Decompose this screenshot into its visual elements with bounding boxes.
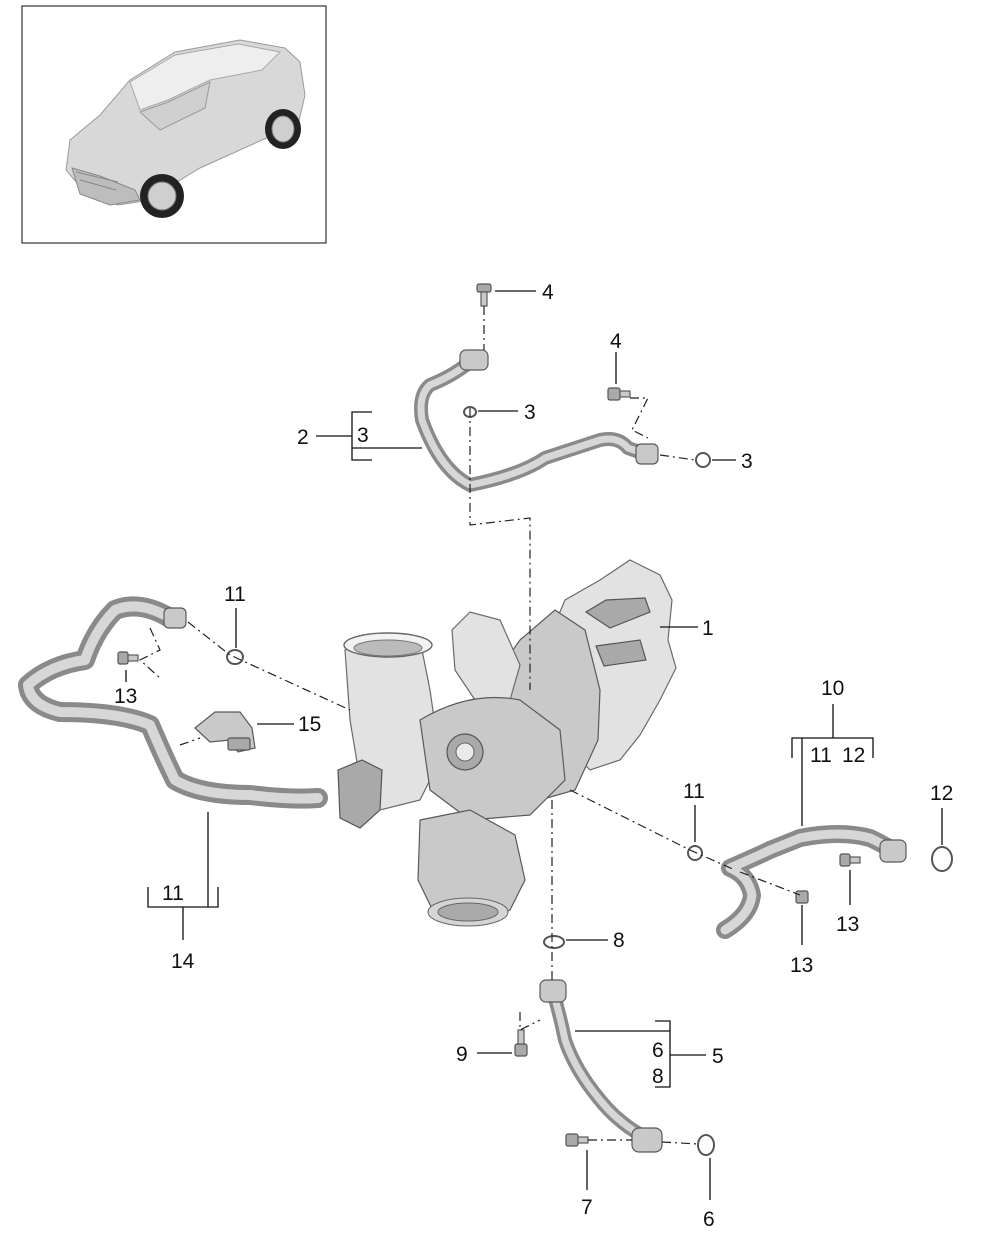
bolt-icon (565, 1133, 589, 1147)
callout-6: 6 (703, 1208, 715, 1231)
oil-supply-line (414, 349, 659, 492)
callout-12: 12 (930, 782, 953, 805)
assembly-lines (138, 306, 801, 1145)
callout-13: 13 (114, 685, 137, 708)
oil-return-line (539, 979, 663, 1153)
callout-bracket-11: 11 (810, 744, 832, 767)
bolt-icon (117, 651, 139, 665)
callout-7: 7 (581, 1196, 593, 1219)
callout-5: 5 (712, 1045, 724, 1068)
hose-fitting (879, 839, 907, 863)
turbocharger (337, 559, 677, 927)
callout-8: 8 (613, 929, 625, 952)
banjo-fitting-top (459, 349, 489, 371)
o-ring-icon (687, 845, 703, 861)
callout-3: 3 (524, 401, 536, 424)
callout-bracket-3: 3 (357, 424, 369, 447)
hose-fitting (163, 607, 187, 629)
vehicle-thumbnail (21, 5, 327, 244)
callout-11: 11 (683, 780, 705, 803)
flange-fitting (631, 1127, 663, 1153)
bolt-icon (607, 387, 631, 401)
callout-bracket-12: 12 (842, 744, 865, 767)
callout-labels: 4 4 3 3 2 3 1 11 13 15 11 14 10 11 12 11… (114, 281, 953, 1231)
o-ring-icon (695, 452, 711, 468)
bolt-icon (514, 1029, 528, 1057)
callout-10: 10 (821, 677, 844, 700)
callout-4: 4 (610, 330, 622, 353)
bolt-icon (795, 890, 809, 904)
o-ring-icon (931, 846, 953, 872)
callout-15: 15 (298, 713, 321, 736)
callout-2: 2 (297, 426, 309, 449)
callout-11: 11 (224, 583, 246, 606)
coolant-hose-right (716, 825, 907, 939)
bolt-icon (839, 853, 861, 867)
callout-13: 13 (836, 913, 859, 936)
o-ring-icon (543, 935, 565, 949)
callout-4: 4 (542, 281, 554, 304)
bolt-icon (476, 283, 492, 307)
leader-lines (125, 290, 943, 1200)
callout-bracket-8: 8 (652, 1065, 664, 1088)
banjo-fitting-right (635, 443, 659, 465)
callout-14: 14 (171, 950, 195, 973)
suv-illustration (65, 39, 306, 218)
callout-9: 9 (456, 1043, 468, 1066)
o-ring-icon (226, 649, 244, 665)
flange-fitting (539, 979, 567, 1003)
callout-13: 13 (790, 954, 813, 977)
coolant-hose-left (18, 596, 328, 809)
callout-3: 3 (741, 450, 753, 473)
callout-1: 1 (702, 617, 714, 640)
callout-bracket-6: 6 (652, 1039, 664, 1062)
o-ring-icon (697, 1134, 715, 1156)
hose-bracket (194, 711, 256, 753)
callout-bracket-11: 11 (162, 882, 184, 905)
